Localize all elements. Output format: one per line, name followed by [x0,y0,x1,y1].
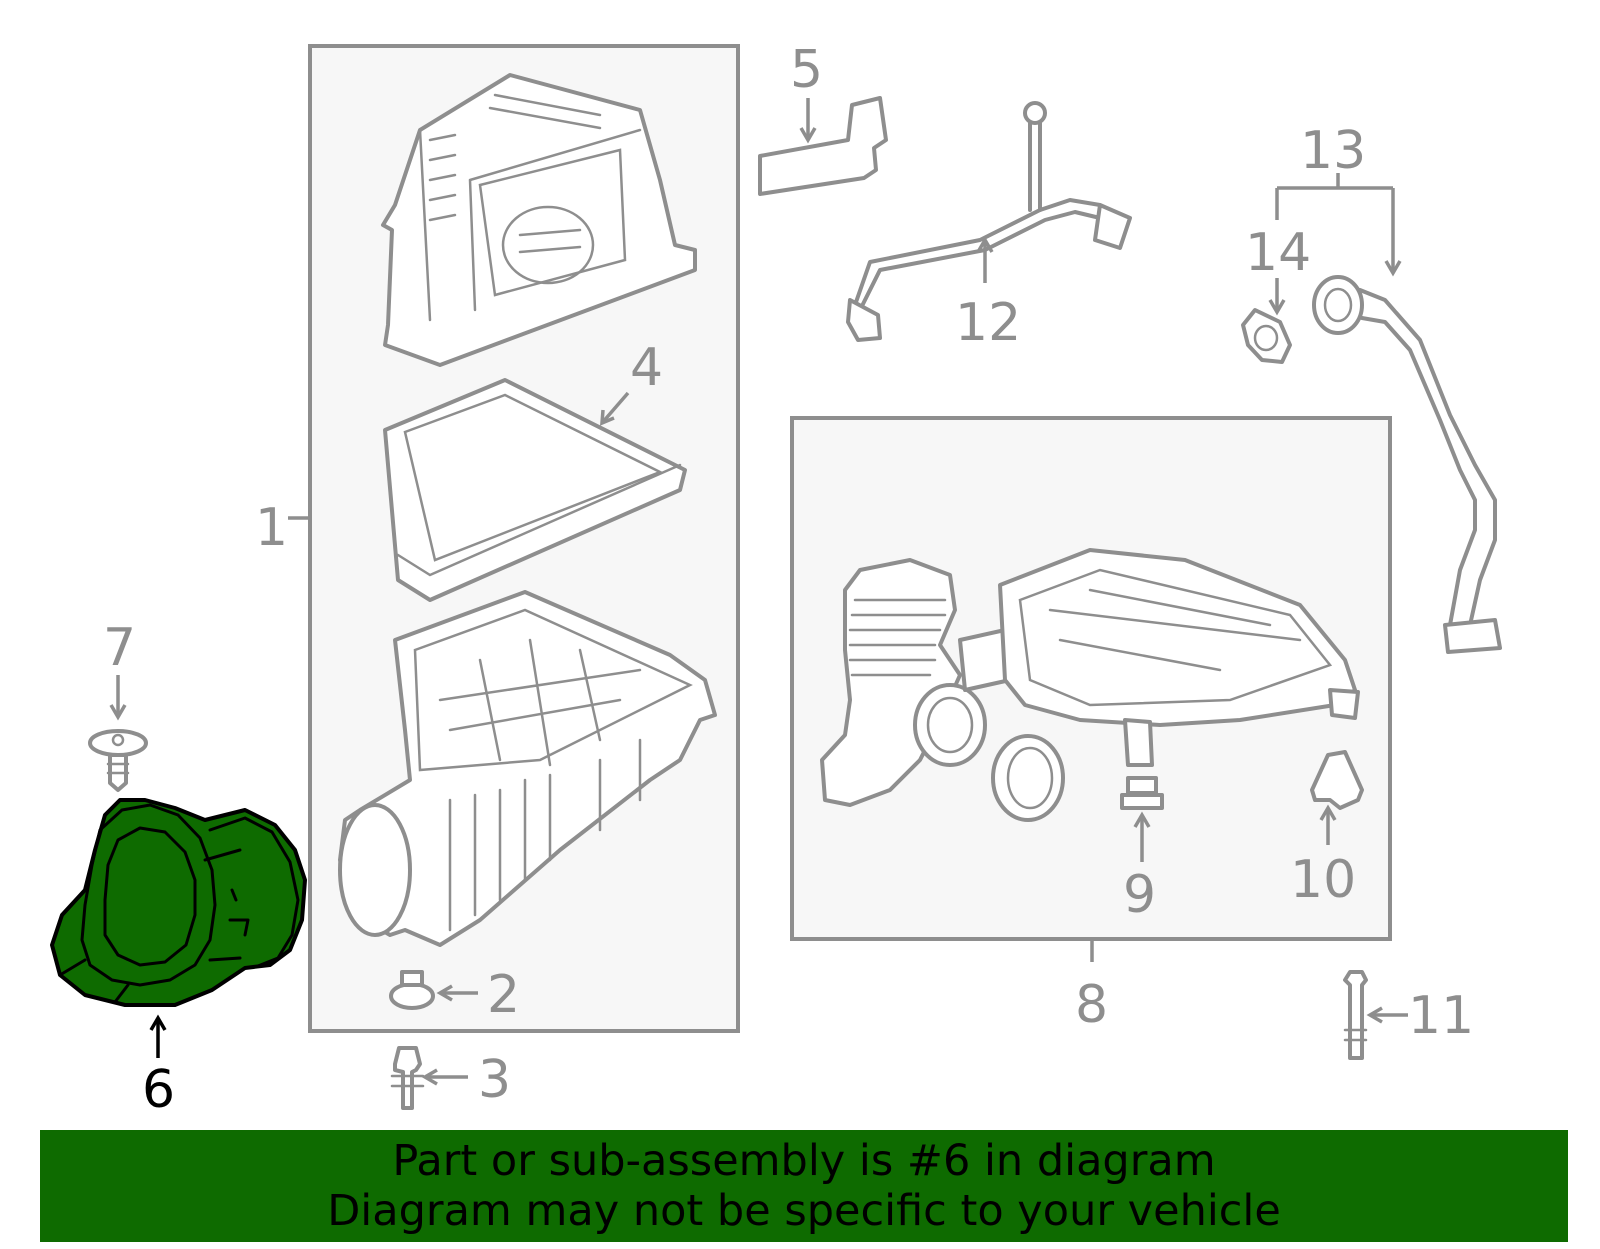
arrow-11 [1366,1006,1383,1024]
arrow-6 [149,1014,167,1031]
arrow-12 [976,236,994,253]
footer-line-1: Part or sub-assembly is #6 in diagram [392,1136,1216,1186]
air-cleaner-housing [338,590,717,947]
callout-8: 8 [1075,975,1108,1035]
grommet-part-9 [1120,776,1164,810]
mount-part-10 [1310,750,1364,810]
screw-part-7 [88,729,148,792]
clamp-box-8 [991,734,1065,822]
callout-12: 12 [955,293,1021,353]
bracket-part-5 [758,96,888,196]
callout-14: 14 [1245,223,1311,283]
clamp-part-14 [1241,308,1292,364]
callout-11: 11 [1408,986,1474,1046]
callout-10: 10 [1290,850,1356,910]
arrow-4 [600,409,615,426]
callout-3: 3 [478,1050,511,1110]
arrow-13 [1384,260,1402,277]
arrow-14 [1268,299,1286,316]
arrow-10 [1319,804,1337,821]
arrow-5 [799,127,817,144]
callout-4: 4 [630,338,663,398]
callout-5: 5 [790,40,823,100]
callout-6: 6 [142,1060,175,1120]
bolt-part-3 [390,1046,425,1110]
air-cleaner-cover [381,73,697,367]
arrow-3 [421,1068,438,1086]
highlighted-part-6 [50,798,307,1007]
callout-1: 1 [255,498,288,558]
arrow-2 [436,984,453,1002]
air-filter [383,378,687,602]
leader-4 [600,391,630,425]
intake-assembly-part-8 [820,548,1360,807]
callout-2: 2 [487,965,520,1025]
leader-13 [1275,173,1395,273]
grommet-part-2 [389,970,435,1010]
bolt-part-11 [1343,970,1368,1060]
arrow-9 [1133,811,1151,828]
footer-line-2: Diagram may not be specific to your vehi… [327,1186,1281,1236]
arrow-7 [109,704,127,721]
hose-part-13 [1312,275,1502,654]
callout-13: 13 [1300,121,1366,181]
callout-7: 7 [103,618,136,678]
footer-banner: Part or sub-assembly is #6 in diagram Di… [40,1130,1568,1242]
pcv-hose-part-12 [846,101,1132,342]
callout-9: 9 [1123,865,1156,925]
